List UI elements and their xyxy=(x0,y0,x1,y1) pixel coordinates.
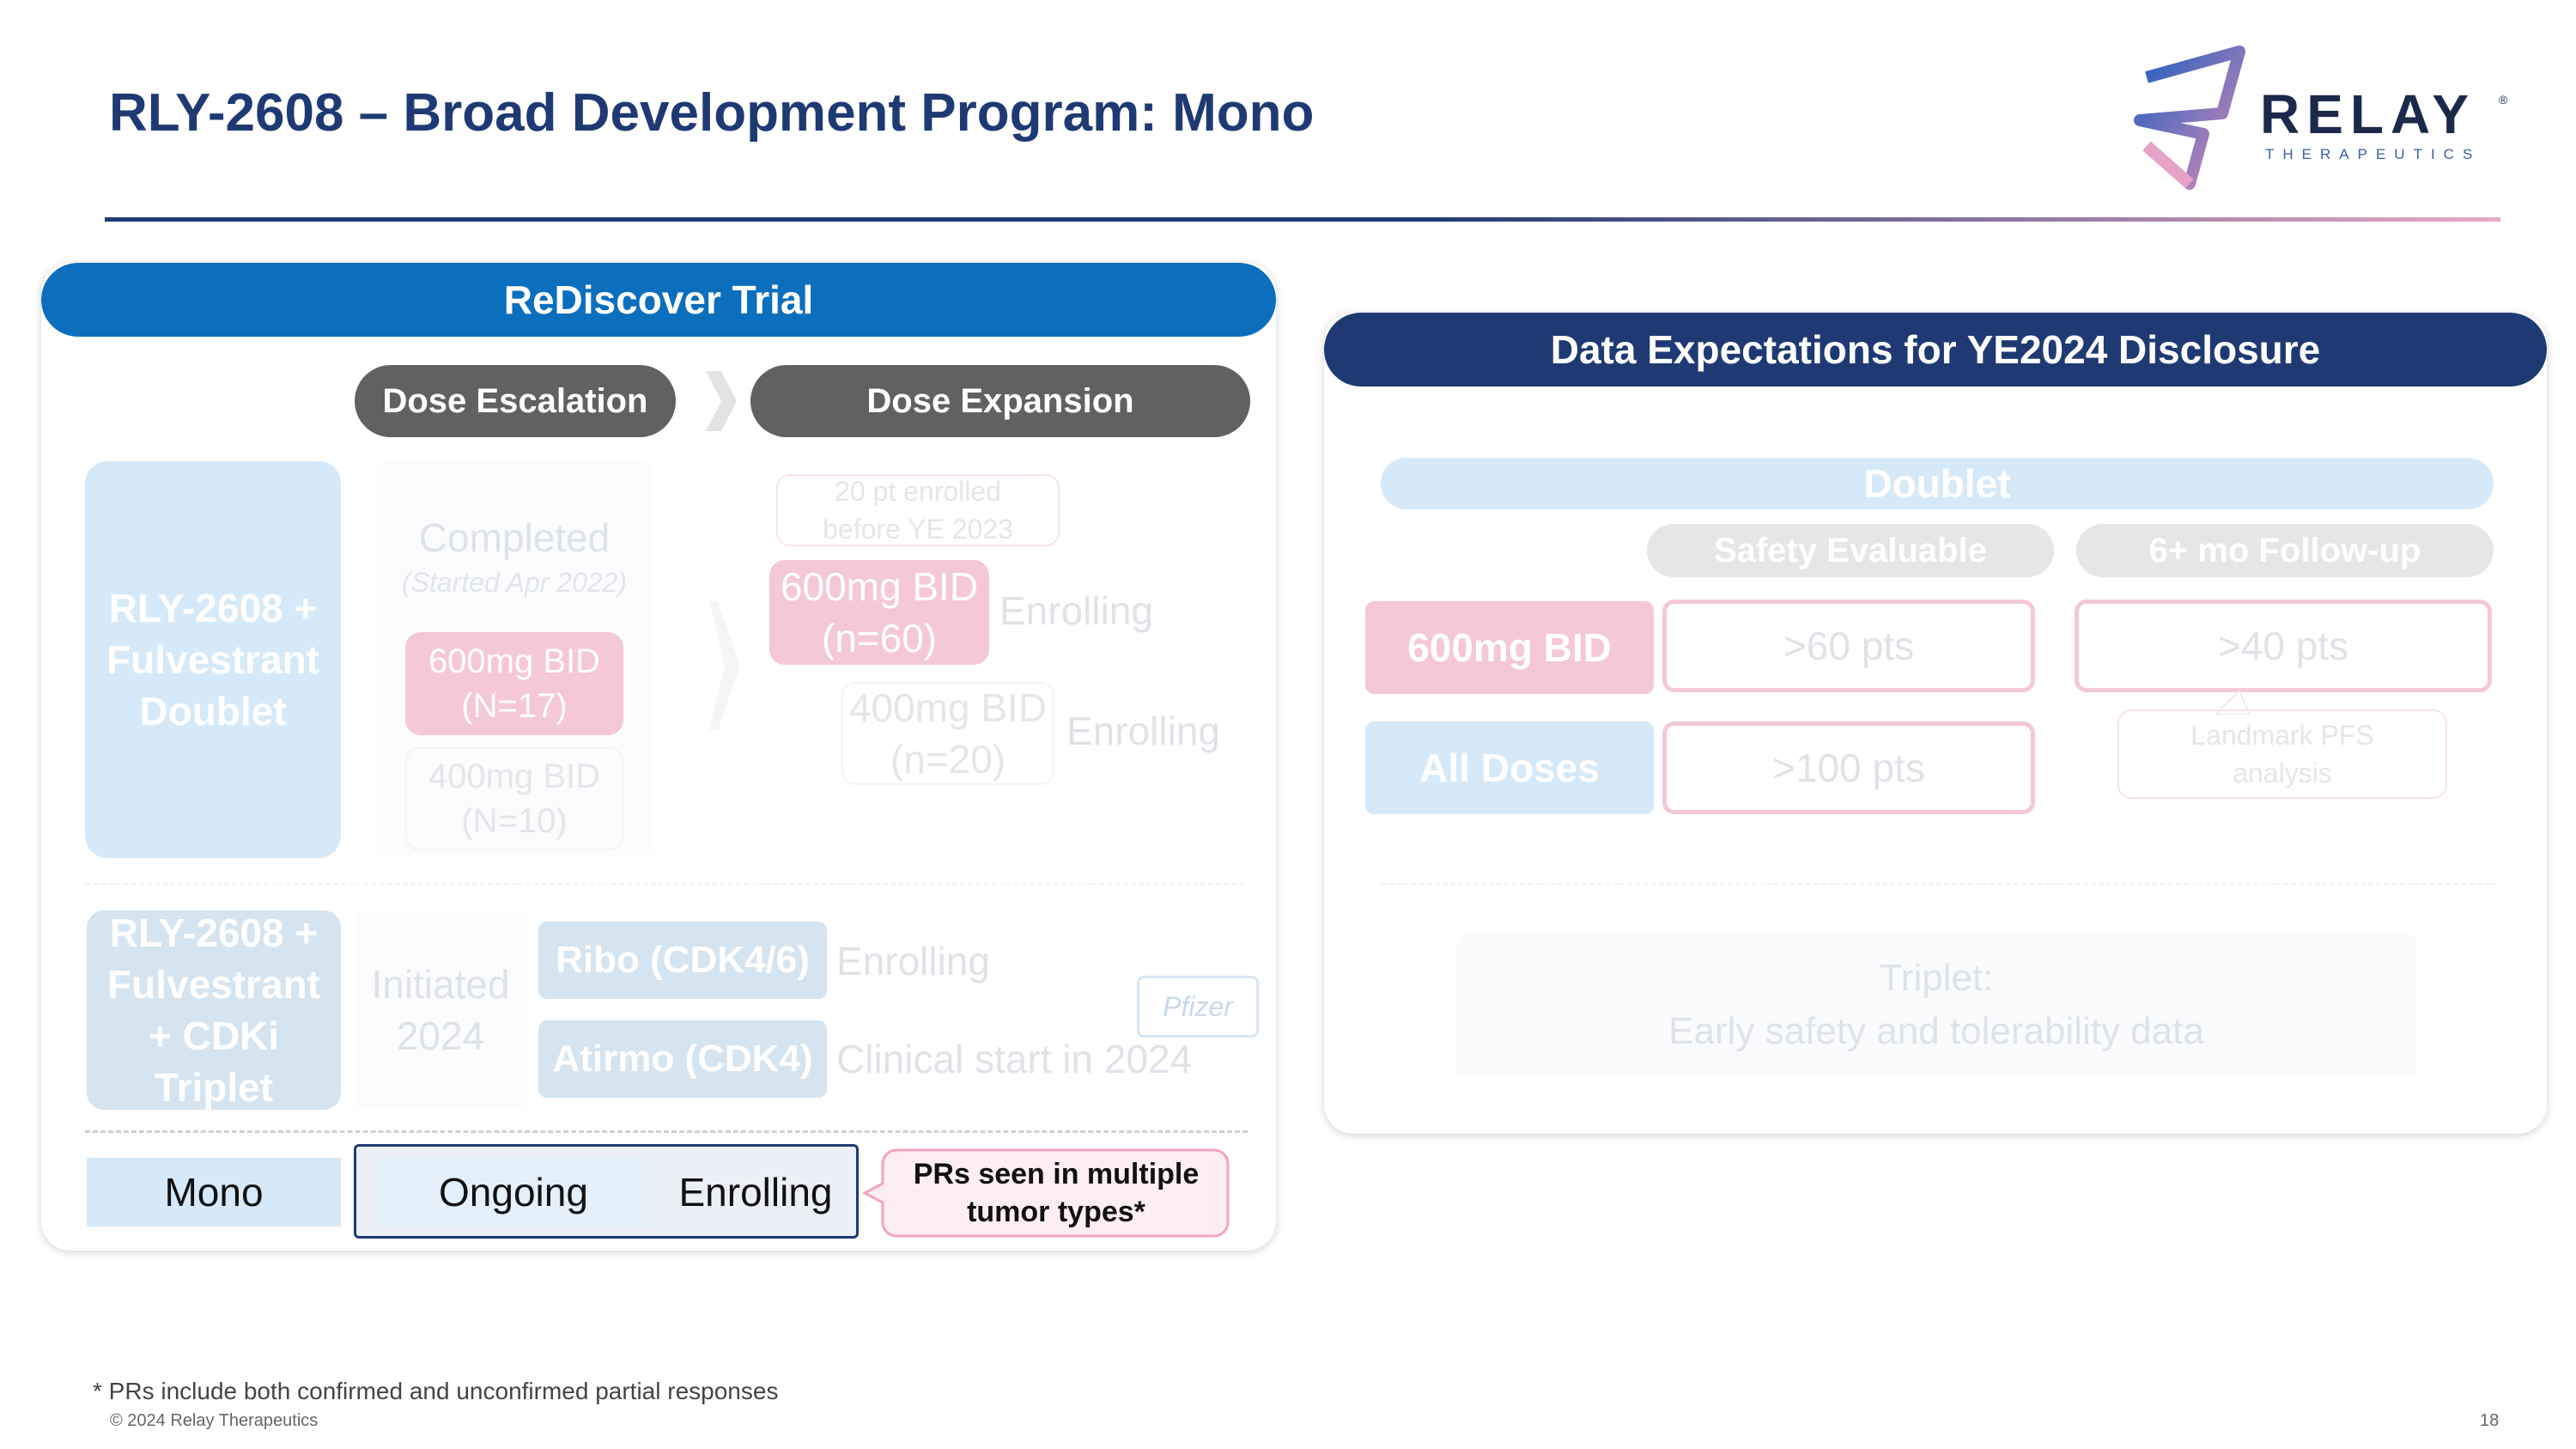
doublet-label: RLY-2608 + Fulvestrant Doublet xyxy=(85,461,341,858)
pfizer-logo-text: Pfizer xyxy=(1163,990,1233,1022)
exp-status-400: Enrolling xyxy=(1066,709,1220,753)
copyright: © 2024 Relay Therapeutics xyxy=(110,1411,319,1430)
logo-registered: ® xyxy=(2499,93,2508,107)
doublet-heading: Doublet xyxy=(1381,458,2494,509)
esc-dose-600: 600mg BID (N=17) xyxy=(405,632,623,735)
callout-bubble-icon xyxy=(862,1148,1230,1238)
dose-expansion-pill: Dose Expansion xyxy=(750,365,1250,437)
row-600mg-label: 600mg BID xyxy=(1365,601,1654,694)
chevron-right-icon xyxy=(706,371,737,431)
pfizer-logo: Pfizer xyxy=(1137,976,1259,1038)
triplet-arm-ribo-status: Enrolling xyxy=(836,939,990,983)
chevron-right-faded-icon xyxy=(709,601,740,730)
exp-status-600: Enrolling xyxy=(999,588,1153,633)
triplet-expectation: Triplet: Early safety and tolerability d… xyxy=(1456,933,2416,1077)
triplet-label: RLY-2608 + Fulvestrant + CDKi Triplet xyxy=(87,910,341,1110)
doublet-status: Completed xyxy=(418,515,611,560)
relay-logo-icon xyxy=(2134,46,2245,190)
divider-triplet xyxy=(85,1130,1248,1133)
triplet-arm-ribo: Ribo (CDK4/6) xyxy=(538,922,827,999)
mono-status: Ongoing xyxy=(374,1158,653,1227)
landmark-pfs-note: Landmark PFS analysis xyxy=(2117,709,2447,799)
triplet-arm-atirmo: Atirmo (CDK4) xyxy=(538,1020,827,1098)
callout-pointer-icon xyxy=(2215,691,2250,715)
page-number: 18 xyxy=(2480,1411,2500,1430)
row-600mg-safety: >60 pts xyxy=(1662,600,2035,692)
row-alldoses-safety: >100 pts xyxy=(1662,721,2035,814)
mono-callout: PRs seen in multiple tumor types* xyxy=(913,1158,1200,1228)
triplet-arm-atirmo-status: Clinical start in 2024 xyxy=(836,1037,1193,1081)
footnote: * PRs include both confirmed and unconfi… xyxy=(93,1378,779,1404)
col-safety-evaluable: Safety Evaluable xyxy=(1647,524,2054,577)
col-follow-up: 6+ mo Follow-up xyxy=(2076,524,2494,577)
divider-doublet xyxy=(85,883,1244,886)
divider-right xyxy=(1381,883,2497,886)
dose-escalation-pill: Dose Escalation xyxy=(355,365,676,437)
enrolled-note: 20 pt enrolled before YE 2023 xyxy=(776,474,1060,546)
exp-dose-400: 400mg BID (n=20) xyxy=(841,682,1054,785)
title-divider xyxy=(105,217,2500,222)
row-600mg-followup: >40 pts xyxy=(2075,600,2492,692)
exp-dose-600: 600mg BID (n=60) xyxy=(769,560,989,665)
rediscover-header: ReDiscover Trial xyxy=(41,263,1276,337)
page-title: RLY-2608 – Broad Development Program: Mo… xyxy=(109,83,1315,143)
expectations-header: Data Expectations for YE2024 Disclosure xyxy=(1324,313,2547,387)
logo-subtitle: THERAPEUTICS xyxy=(2265,146,2482,162)
triplet-status: Initiated 2024 xyxy=(355,910,526,1110)
mono-enrolling: Enrolling xyxy=(678,1170,833,1215)
esc-dose-400: 400mg BID (N=10) xyxy=(405,747,623,850)
logo-wordmark: RELAY xyxy=(2260,83,2476,145)
row-alldoses-label: All Doses xyxy=(1365,721,1654,814)
mono-label: Mono xyxy=(87,1158,341,1227)
doublet-status-note: (Started Apr 2022) xyxy=(401,566,628,598)
